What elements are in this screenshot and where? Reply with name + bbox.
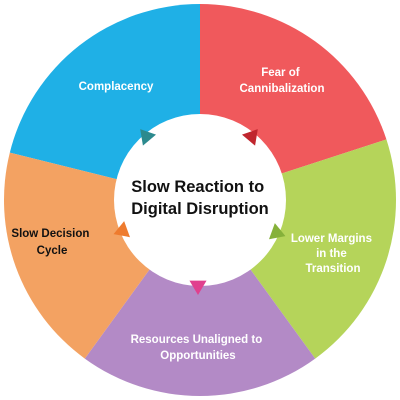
- segment-label-resources-unaligned: Resources Unaligned to Opportunities: [131, 334, 266, 362]
- segment-label-line: Slow Decision: [11, 228, 89, 240]
- segment-label-line: Cycle: [37, 245, 68, 257]
- segment-label-line: in the: [316, 248, 347, 260]
- segment-resources-unaligned: [84, 200, 316, 397]
- center-title-line: Slow Reaction to: [131, 178, 264, 196]
- cycle-arrow-orange: [113, 221, 130, 238]
- segment-label-line: Lower Margins: [291, 233, 372, 245]
- segment-label-complacency: Complacency: [79, 81, 154, 93]
- segment-label-line: Transition: [306, 263, 361, 275]
- arrows-layer: [113, 129, 286, 295]
- center-title-line: Digital Disruption: [131, 200, 269, 218]
- segment-label-line: Complacency: [79, 81, 154, 93]
- segment-label-fear-of-cannibalization: Fear of Cannibalization: [240, 67, 325, 95]
- segment-label-line: Opportunities: [160, 350, 235, 362]
- segment-label-line: Cannibalization: [240, 83, 325, 95]
- center-circle: [114, 114, 286, 286]
- cycle-arrow-green: [269, 223, 286, 240]
- segment-label-lower-margins: Lower Margins in the Transition: [291, 233, 375, 275]
- segment-label-line: Resources Unaligned to: [131, 334, 263, 346]
- segment-label-slow-decision-cycle: Slow Decision Cycle: [11, 228, 92, 257]
- cycle-arrow-crimson: [241, 129, 258, 146]
- cycle-arrow-teal: [140, 129, 157, 146]
- segment-label-line: Fear of: [261, 67, 300, 79]
- center-title: Slow Reaction to Digital Disruption: [131, 178, 269, 218]
- cycle-arrow-magenta: [189, 280, 207, 295]
